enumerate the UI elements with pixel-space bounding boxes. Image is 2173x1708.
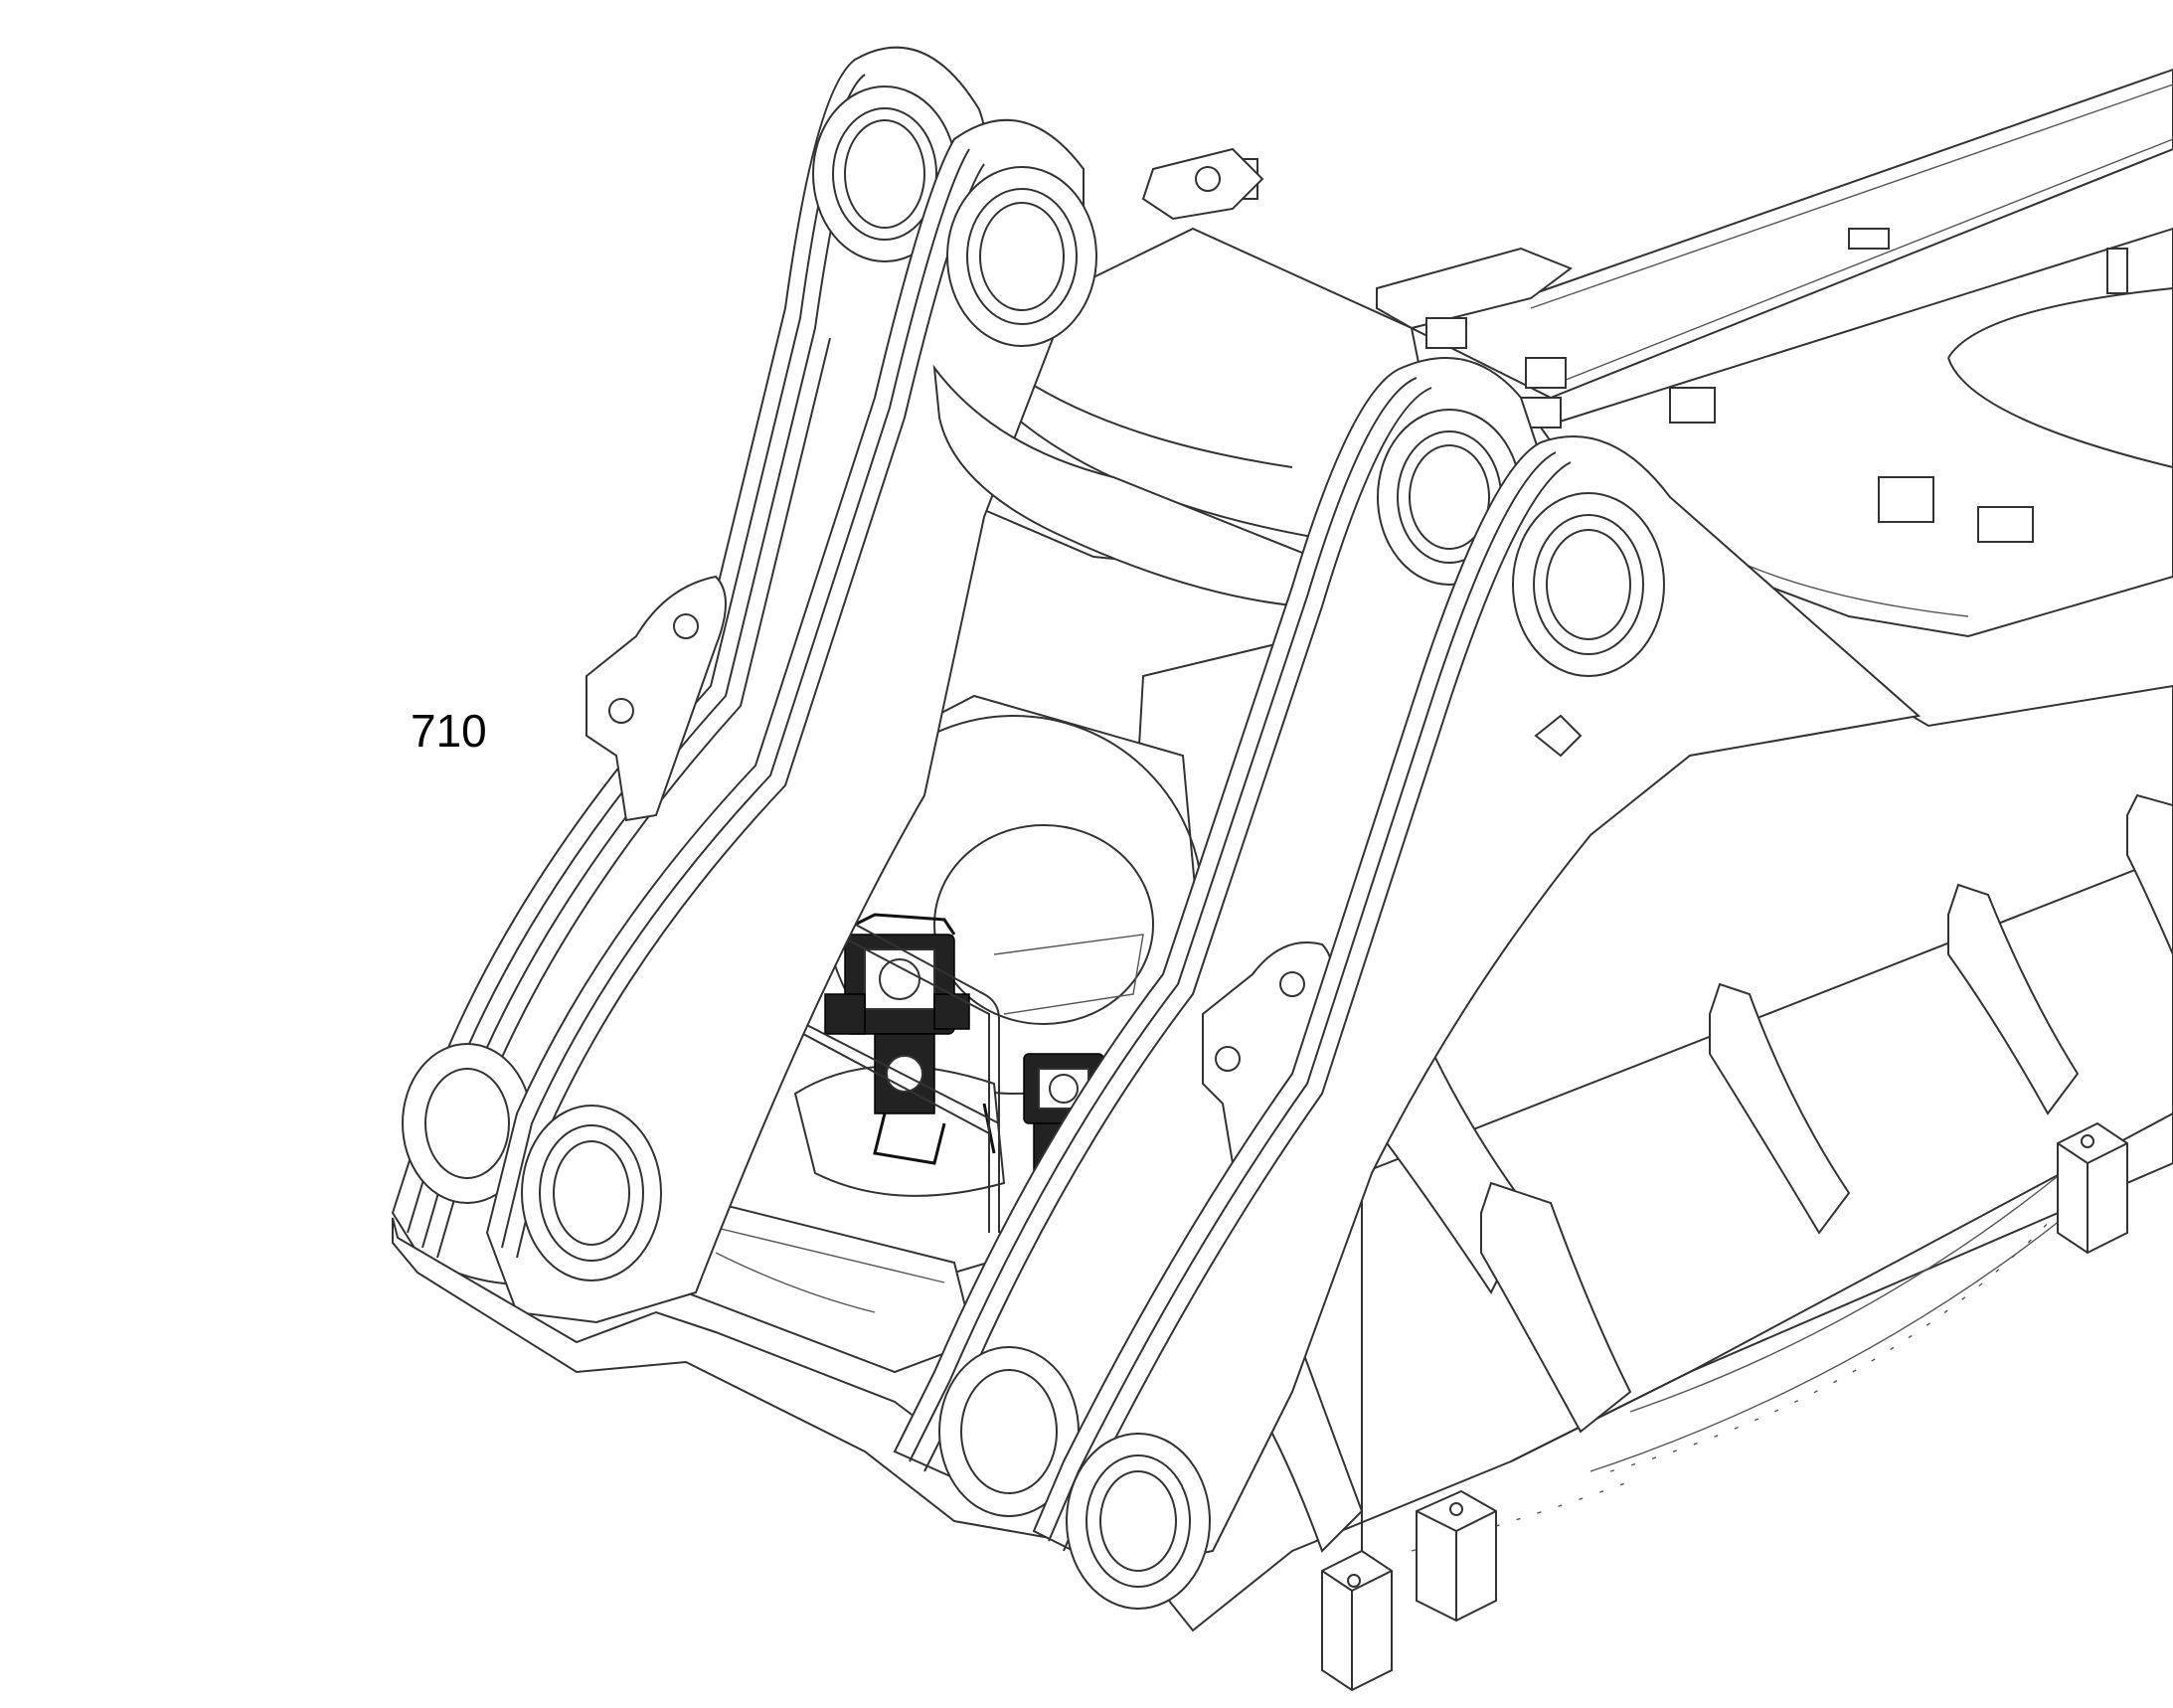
left-side-plate: [391, 46, 988, 1285]
front-outer-side-plate: [1032, 435, 1922, 1610]
callout-label: 710: [411, 705, 487, 757]
center-lower-deck: [674, 1191, 976, 1374]
left-inner-side-plate: [485, 118, 1317, 1324]
support-blocks: [1321, 1121, 2128, 1692]
